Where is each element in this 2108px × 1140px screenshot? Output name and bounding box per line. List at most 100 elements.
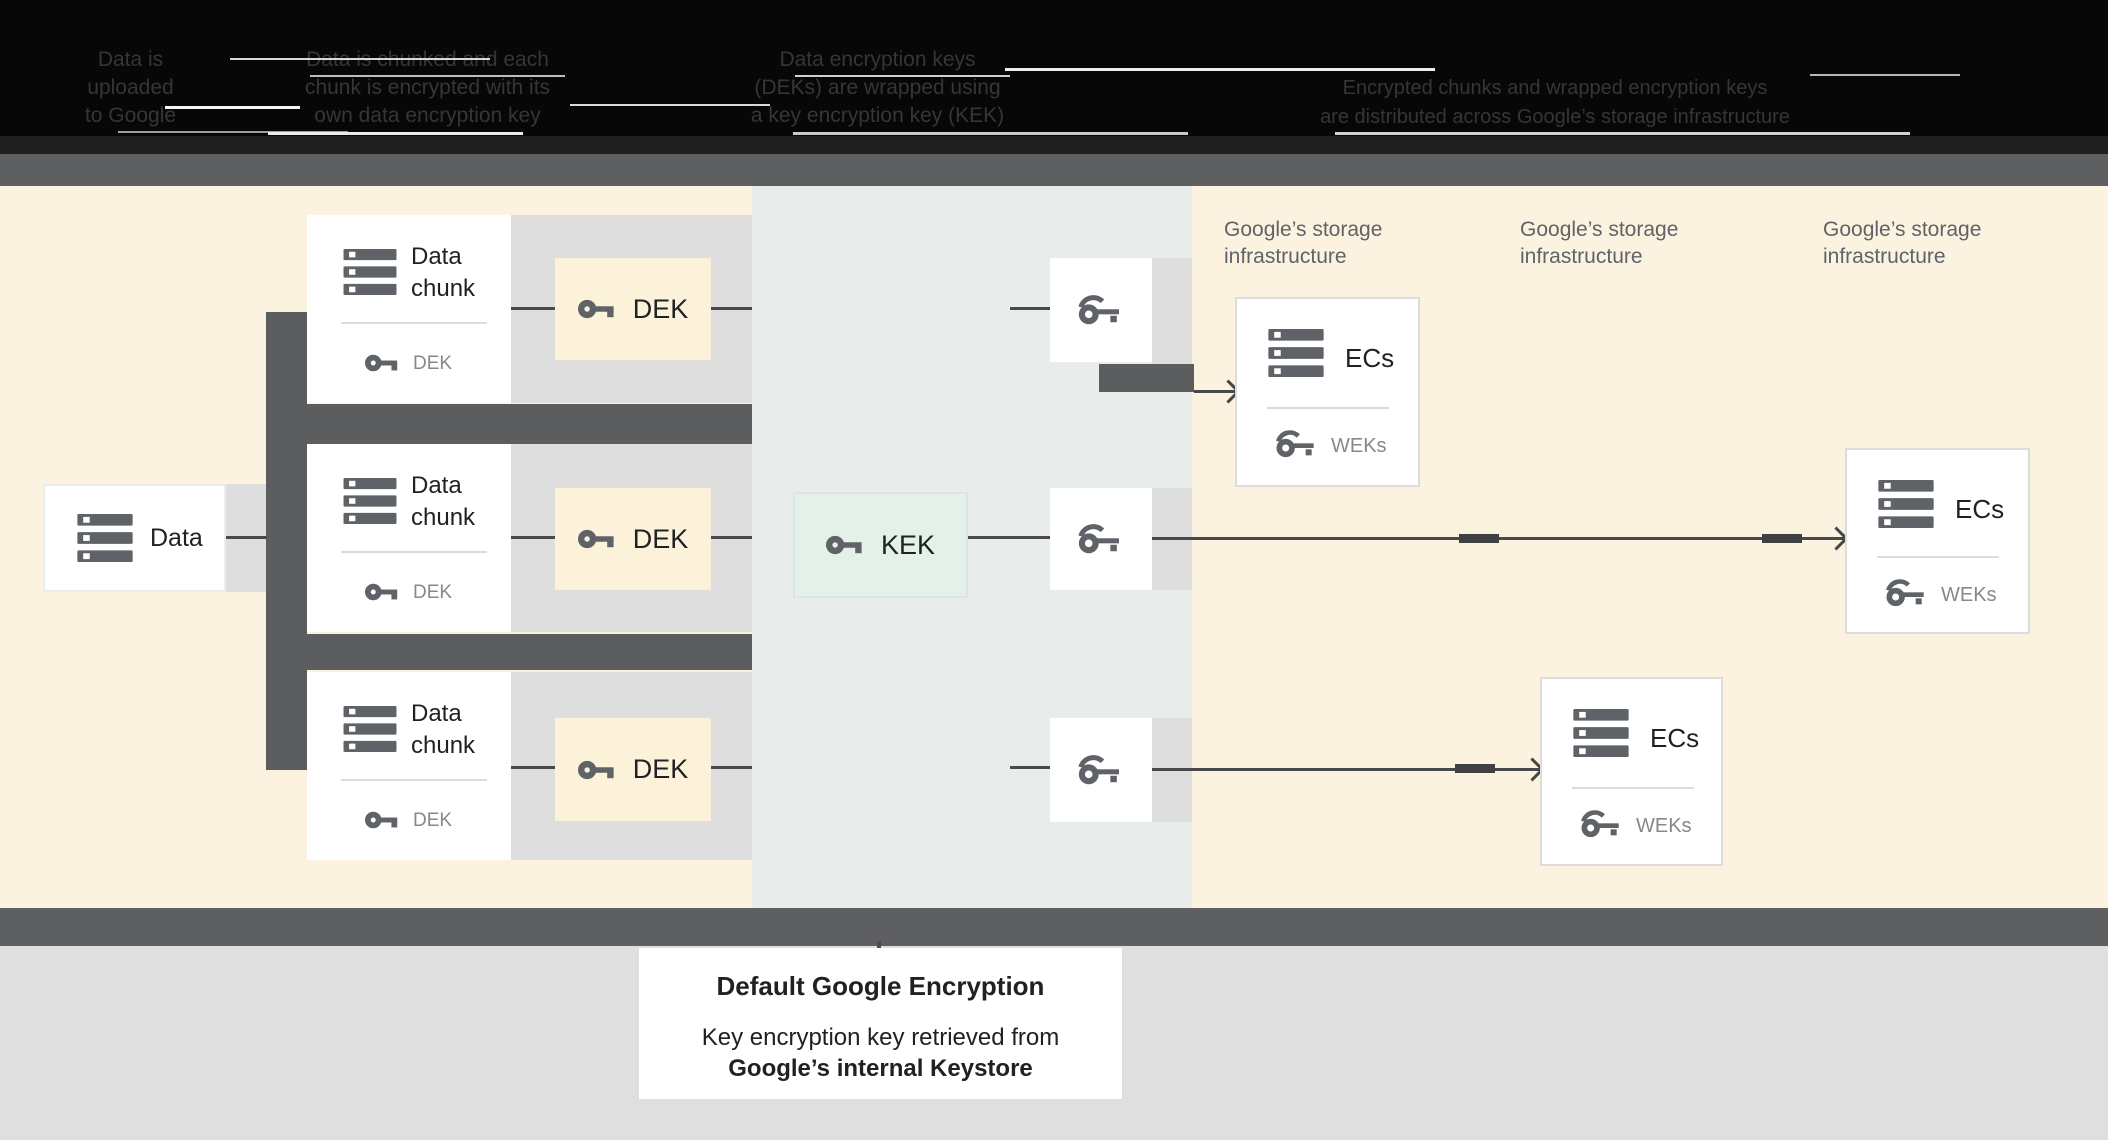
server-stack-icon xyxy=(341,249,399,295)
storage-label-line: infrastructure xyxy=(1823,245,1946,268)
data-chunk-box-1: Data chunk DEK xyxy=(307,215,511,403)
top-banner: Data is uploaded to Google Data is chunk… xyxy=(0,0,2108,154)
trunk-connector xyxy=(266,312,307,770)
wrapped-key-box-2 xyxy=(1050,488,1152,590)
key-icon xyxy=(578,758,620,782)
banner-streak xyxy=(268,132,523,135)
wrapped-key-icon xyxy=(1077,521,1125,557)
storage-label-line: infrastructure xyxy=(1224,245,1347,268)
key-icon xyxy=(826,533,868,557)
banner-text-line: (DEKs) are wrapped using xyxy=(754,76,1001,99)
connector-line xyxy=(511,766,556,769)
storage-label-line: Google’s storage xyxy=(1823,218,1982,241)
banner-streak xyxy=(230,58,490,60)
caption-body-line-bold: Google’s internal Keystore xyxy=(728,1055,1033,1082)
box-divider xyxy=(341,779,487,781)
key-icon xyxy=(578,297,620,321)
storage-infrastructure-label-1: Google’s storage infrastructure xyxy=(1224,216,1464,270)
data-chunk-box-2: Data chunk DEK xyxy=(307,444,511,632)
banner-substrip xyxy=(0,136,2108,154)
banner-block-wrapped: Data encryption keys (DEKs) are wrapped … xyxy=(695,46,1060,130)
ec-box-1: ECs WEKs xyxy=(1235,297,1420,487)
banner-streak xyxy=(570,104,770,106)
arrow-line-3 xyxy=(1152,768,1544,771)
ec-box-3: ECs WEKs xyxy=(1540,677,1723,866)
wrapped-key-icon xyxy=(1580,807,1624,841)
banner-streak xyxy=(1335,132,1910,135)
storage-infrastructure-label-3: Google’s storage infrastructure xyxy=(1823,216,2063,270)
dek-box-label: DEK xyxy=(632,523,689,554)
banner-streak xyxy=(795,75,1010,77)
kek-output-line xyxy=(968,536,1050,539)
storage-infrastructure-label-2: Google’s storage infrastructure xyxy=(1520,216,1760,270)
wrapped-key-icon xyxy=(1077,752,1125,788)
box-divider xyxy=(341,322,487,324)
banner-streak xyxy=(118,131,348,133)
data-chunk-box-3: Data chunk DEK xyxy=(307,672,511,860)
box-divider xyxy=(1877,556,1999,558)
weks-label: WEKs xyxy=(1941,584,1997,606)
storage-label-line: Google’s storage xyxy=(1224,218,1383,241)
banner-block-upload: Data is uploaded to Google xyxy=(58,46,203,130)
data-chunk-title: Data chunk xyxy=(411,700,476,759)
box-divider xyxy=(341,551,487,553)
bottom-divider-bar xyxy=(0,908,2108,946)
key-row-strip-1 xyxy=(1152,258,1192,364)
wrapped-key-box-1 xyxy=(1050,258,1152,362)
arrow-dark-segment xyxy=(1459,534,1499,543)
server-stack-icon xyxy=(1572,709,1630,757)
dek-sub-label: DEK xyxy=(413,582,453,603)
dek-box-1: DEK xyxy=(555,258,711,360)
server-stack-icon xyxy=(341,478,399,524)
connector-line xyxy=(711,307,752,310)
kek-box: KEK xyxy=(793,492,968,598)
ecs-title: ECs xyxy=(1955,494,2005,524)
caption-card: Default Google Encryption Key encryption… xyxy=(639,948,1122,1099)
weks-label: WEKs xyxy=(1636,815,1692,837)
pipe-connector-2 xyxy=(307,634,752,670)
connector-line xyxy=(711,766,752,769)
arrow-dark-segment xyxy=(1762,534,1802,543)
server-stack-icon xyxy=(1267,329,1325,377)
ecs-title: ECs xyxy=(1650,723,1700,753)
dek-sub-label: DEK xyxy=(413,810,453,831)
banner-text-line: uploaded xyxy=(87,76,174,99)
dek-box-label: DEK xyxy=(632,754,689,784)
caption-body-line: Key encryption key retrieved from xyxy=(701,1024,1060,1051)
connector-line xyxy=(511,536,556,539)
banner-text-line: Data is xyxy=(97,48,164,71)
dek-box-3: DEK xyxy=(555,718,711,821)
data-box: Data xyxy=(43,484,226,592)
kek-box-label: KEK xyxy=(880,529,936,560)
banner-streak xyxy=(1810,74,1960,76)
dek-sub-label: DEK xyxy=(413,353,453,374)
data-chunk-title: Data chunk xyxy=(411,243,476,302)
wrapped-key-icon xyxy=(1275,427,1319,461)
server-stack-icon xyxy=(1877,480,1935,528)
banner-streak xyxy=(793,132,1188,135)
weks-label: WEKs xyxy=(1331,435,1387,457)
caption-connector-mark xyxy=(877,941,881,949)
banner-block-chunked: Data is chunked and each chunk is encryp… xyxy=(250,46,605,130)
wrapped-key-bar xyxy=(1099,364,1194,392)
key-icon xyxy=(365,809,403,831)
server-stack-icon xyxy=(341,706,399,752)
pipe-connector-1 xyxy=(307,404,752,444)
key-icon xyxy=(365,352,403,374)
connector-line xyxy=(711,536,752,539)
connector-line xyxy=(226,536,267,539)
key-icon xyxy=(578,527,620,551)
banner-streak xyxy=(1005,68,1435,71)
server-stack-icon xyxy=(75,514,135,562)
banner-block-distributed: Encrypted chunks and wrapped encryption … xyxy=(1245,74,1865,132)
banner-text-line: chunk is encrypted with its xyxy=(304,76,551,99)
arrow-line-1 xyxy=(1194,390,1236,393)
wrapped-key-icon xyxy=(1077,292,1125,328)
banner-text-line: a key encryption key (KEK) xyxy=(750,104,1005,127)
caption-title: Default Google Encryption xyxy=(716,971,1045,1001)
banner-streak xyxy=(310,75,565,77)
box-divider xyxy=(1572,787,1694,789)
data-chunk-title: Data chunk xyxy=(411,472,476,531)
banner-text-line: Data encryption keys xyxy=(779,48,976,71)
